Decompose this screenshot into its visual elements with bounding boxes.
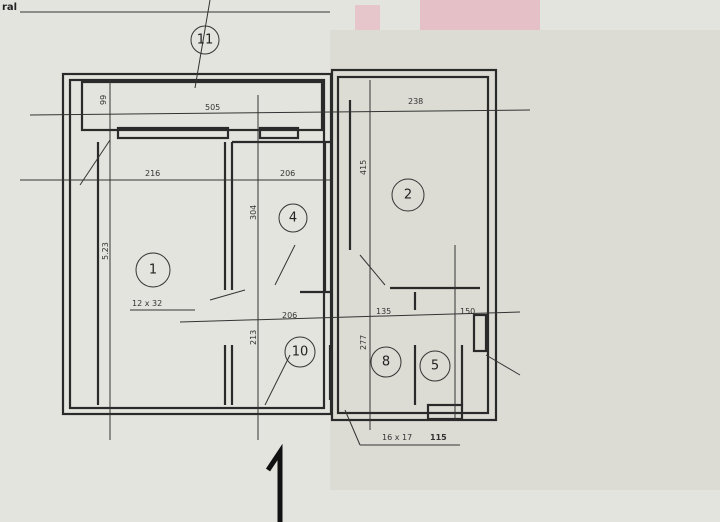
room-5-label: 5 — [431, 359, 439, 374]
dim-room4-height: 304 — [249, 205, 258, 220]
dim-room4-width: 206 — [280, 169, 295, 178]
room-11-label: 11 — [197, 33, 214, 48]
dim-room2-width: 238 — [408, 97, 423, 106]
dim-bath-height: 277 — [359, 335, 368, 350]
dimension-lines — [20, 0, 531, 522]
room-8-label: 8 — [382, 355, 390, 370]
dim-room1-window: 12 x 32 — [132, 299, 162, 308]
room-2-label: 2 — [404, 188, 412, 203]
dimension-labels: 505 238 216 206 5.23 304 415 99 206 12 x… — [99, 95, 475, 442]
north-arrow — [265, 443, 283, 522]
dim-room5-width: 150 — [460, 307, 475, 316]
header-fragment: ral — [2, 2, 17, 13]
stamp — [420, 0, 540, 30]
dim-room11-height: 99 — [99, 95, 108, 105]
dim-room2-height: 415 — [359, 160, 368, 175]
room-4-label: 4 — [289, 211, 297, 226]
dim-room1-width: 216 — [145, 169, 160, 178]
dim-top-width: 505 — [205, 103, 220, 112]
dim-bath-width: 135 — [376, 307, 391, 316]
dim-hall-height: 213 — [249, 330, 258, 345]
dim-corridor-width: 206 — [282, 311, 297, 320]
stamp-mark — [355, 5, 380, 30]
dim-bottom-note: 16 x 17 — [382, 433, 412, 442]
dim-room1-height: 5.23 — [101, 242, 110, 260]
room-1-label: 1 — [149, 263, 157, 278]
dim-bottom-small: 115 — [430, 433, 447, 442]
walls — [61, 68, 498, 422]
room-10-label: 10 — [292, 345, 309, 360]
room-labels: 11 2 4 1 10 8 5 — [135, 25, 451, 382]
